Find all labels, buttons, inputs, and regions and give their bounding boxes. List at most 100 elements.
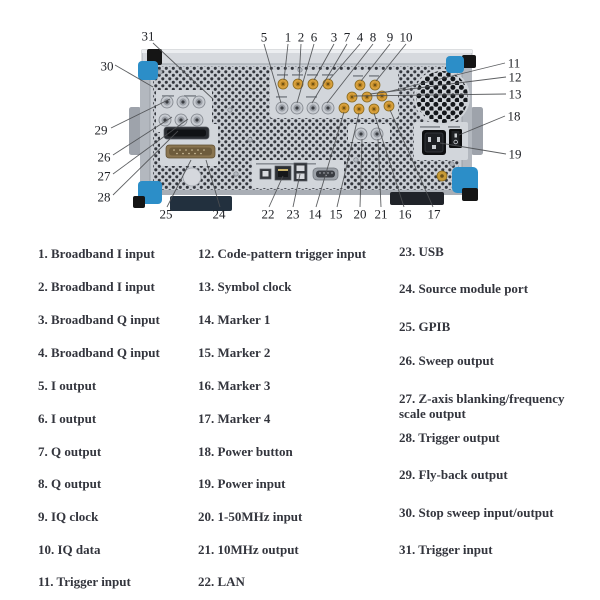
- callout-5: 5: [260, 29, 268, 45]
- callout-8: 8: [369, 29, 377, 45]
- callout-7: 7: [343, 29, 351, 45]
- legend-item-2: 2. Broadband I input: [38, 279, 155, 294]
- rear-panel-diagram: 1 2 3 4 5 6 7 8 9 10 11 12 13 18 19 14 1…: [0, 0, 600, 232]
- callout-12: 12: [508, 69, 522, 85]
- legend-item-8: 8. Q output: [38, 476, 102, 491]
- sma-connector: [353, 103, 365, 115]
- legend-item-15: 15. Marker 2: [198, 345, 271, 360]
- callout-28: 28: [97, 189, 111, 205]
- sma-connector: [354, 79, 366, 91]
- callout-18: 18: [507, 108, 521, 124]
- callout-22: 22: [261, 206, 275, 222]
- legend-item-9: 9. IQ clock: [38, 509, 99, 524]
- usb-ports: [293, 162, 308, 182]
- sma-connector: [322, 78, 334, 90]
- bnc-connector: [275, 101, 289, 115]
- callout-29: 29: [94, 122, 108, 138]
- callout-19: 19: [508, 146, 522, 162]
- legend-item-10: 10. IQ data: [38, 542, 101, 557]
- corner-foot: [462, 188, 478, 201]
- bottom-stand: [390, 192, 444, 205]
- sma-connector: [338, 102, 350, 114]
- bnc-connector: [321, 101, 335, 115]
- callout-15: 15: [329, 206, 343, 222]
- legend-item-12: 12. Code-pattern trigger input: [198, 246, 367, 261]
- sma-connector: [346, 91, 358, 103]
- right-handle: [471, 107, 483, 155]
- corner-foot: [133, 196, 145, 208]
- callout-16: 16: [398, 206, 412, 222]
- callout-26: 26: [97, 149, 111, 165]
- callout-25: 25: [159, 206, 173, 222]
- legend-item-21: 21. 10MHz output: [198, 542, 299, 557]
- callout-10: 10: [399, 29, 413, 45]
- legend-item-4: 4. Broadband Q input: [38, 345, 160, 360]
- sma-connector: [369, 79, 381, 91]
- gpib-connector: [165, 144, 216, 159]
- legend-item-27: 27. Z-axis blanking/frequency scale outp…: [399, 391, 565, 422]
- bnc-connector: [354, 127, 368, 141]
- callout-31: 31: [141, 28, 155, 44]
- legend-item-22: 22. LAN: [198, 574, 245, 589]
- callout-9: 9: [386, 29, 394, 45]
- legend-item-19: 19. Power input: [198, 476, 286, 491]
- legend-item-20: 20. 1-50MHz input: [198, 509, 303, 524]
- panel-screws: [157, 67, 455, 189]
- legend-item-3: 3. Broadband Q input: [38, 312, 160, 327]
- sma-connector: [383, 100, 395, 112]
- blank-plate: [182, 167, 202, 187]
- usb-b-port: [259, 168, 272, 180]
- sma-connector: [277, 78, 289, 90]
- callout-2: 2: [297, 29, 305, 45]
- callout-23: 23: [286, 206, 300, 222]
- sma-connector: [307, 78, 319, 90]
- legend-item-26: 26. Sweep output: [399, 353, 494, 368]
- legend-item-17: 17. Marker 4: [198, 411, 271, 426]
- legend-item-6: 6. I output: [38, 411, 97, 426]
- callout-lines: [110, 42, 507, 208]
- power-switch: [449, 129, 462, 148]
- lan-port: [274, 165, 292, 181]
- callout-3: 3: [330, 29, 338, 45]
- corner-bumper: [446, 56, 464, 73]
- bnc-connector: [192, 95, 206, 109]
- legend-item-28: 28. Trigger output: [399, 430, 500, 445]
- bnc-connector: [370, 127, 384, 141]
- callout-21: 21: [374, 206, 388, 222]
- legend-item-7: 7. Q output: [38, 444, 102, 459]
- callout-20: 20: [353, 206, 367, 222]
- corner-foot: [462, 55, 476, 68]
- bnc-connector: [290, 101, 304, 115]
- legend-item-23: 23. USB: [399, 244, 444, 259]
- callout-27: 27: [97, 168, 111, 184]
- legend-item-11: 11. Trigger input: [38, 574, 131, 589]
- power-inlet: [422, 130, 446, 155]
- rear-panel-photo: [110, 42, 507, 211]
- bnc-connector: [190, 113, 204, 127]
- legend-item-24: 24. Source module port: [399, 281, 529, 296]
- left-rail: [140, 62, 152, 195]
- ground-terminal: [436, 170, 448, 182]
- legend-item-25: 25. GPIB: [399, 319, 451, 334]
- callout-11: 11: [507, 55, 521, 71]
- source-module-port: [163, 126, 210, 140]
- callout-6: 6: [310, 29, 318, 45]
- callout-4: 4: [356, 29, 364, 45]
- legend-item-13: 13. Symbol clock: [198, 279, 292, 294]
- legend-item-5: 5. I output: [38, 378, 97, 393]
- callout-13: 13: [508, 86, 522, 102]
- callout-24: 24: [212, 206, 226, 222]
- sma-connector: [368, 103, 380, 115]
- callout-17: 17: [427, 206, 441, 222]
- legend-item-29: 29. Fly-back output: [399, 467, 508, 482]
- corner-bumper: [452, 167, 478, 193]
- bottom-stand: [170, 196, 232, 211]
- legend-item-30: 30. Stop sweep input/output: [399, 505, 554, 520]
- corner-bumper: [138, 61, 158, 80]
- legend-item-18: 18. Power button: [198, 444, 293, 459]
- bnc-connector: [176, 95, 190, 109]
- legend-item-31: 31. Trigger input: [399, 542, 493, 557]
- callout-30: 30: [100, 58, 114, 74]
- legend-item-1: 1. Broadband I input: [38, 246, 155, 261]
